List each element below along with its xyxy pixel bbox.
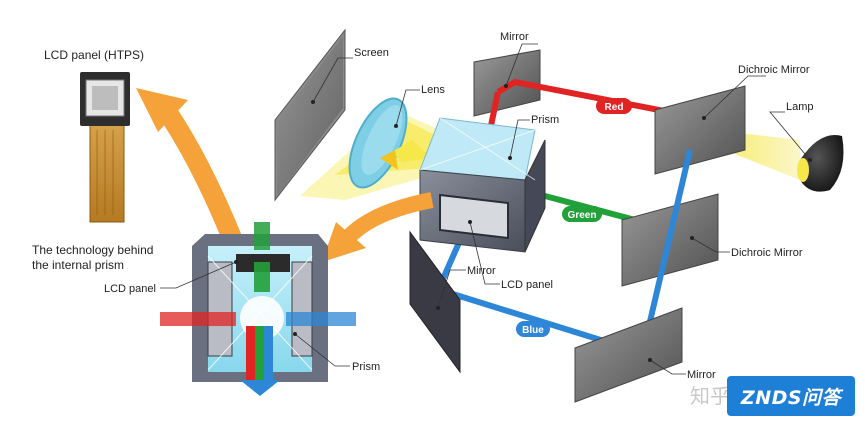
label-lcd-panel-left: LCD panel: [104, 283, 156, 295]
label-technology-line1: The technology behind: [32, 243, 153, 257]
central-prism-assembly: [419, 117, 546, 253]
label-lcd-panel-htps: LCD panel (HTPS): [44, 48, 144, 62]
label-screen: Screen: [354, 47, 389, 59]
lens-arrow: [380, 140, 432, 170]
green-pill: Green: [562, 206, 602, 222]
label-lamp: Lamp: [786, 101, 814, 113]
svg-text:Red: Red: [605, 102, 624, 113]
watermark-znds-logo: ZNDS问答: [727, 376, 855, 416]
label-mirror-left: Mirror: [467, 265, 496, 277]
red-pill: Red: [596, 98, 632, 114]
label-mirror-top: Mirror: [500, 31, 529, 43]
orange-arrow-left: [322, 192, 434, 262]
label-lcd-panel-center: LCD panel: [501, 279, 553, 291]
label-dichroic-mirror-mid: Dichroic Mirror: [731, 247, 803, 259]
mirror-bottom: [574, 307, 683, 403]
watermark-zhihu: 知乎: [690, 384, 730, 408]
label-dichroic-mirror-top: Dichroic Mirror: [738, 64, 810, 76]
label-prism-bottom: Prism: [352, 361, 380, 373]
label-lens: Lens: [421, 84, 445, 96]
screen: [274, 28, 346, 202]
label-technology-line2: the internal prism: [32, 258, 124, 272]
dichroic-mirror-top: [654, 85, 746, 175]
label-prism-top: Prism: [531, 114, 559, 126]
internal-beams: [160, 222, 356, 396]
svg-text:Green: Green: [568, 210, 597, 221]
blue-pill: Blue: [516, 321, 550, 337]
leader-dots: [234, 84, 812, 362]
orange-arrow-up: [136, 88, 242, 242]
lcd-panel-htps-device: [80, 72, 130, 223]
label-mirror-bottom: Mirror: [687, 369, 716, 381]
svg-text:Blue: Blue: [522, 325, 544, 336]
lamp: [797, 135, 844, 192]
leader-lines: [160, 43, 811, 375]
mirror-left: [409, 230, 461, 374]
